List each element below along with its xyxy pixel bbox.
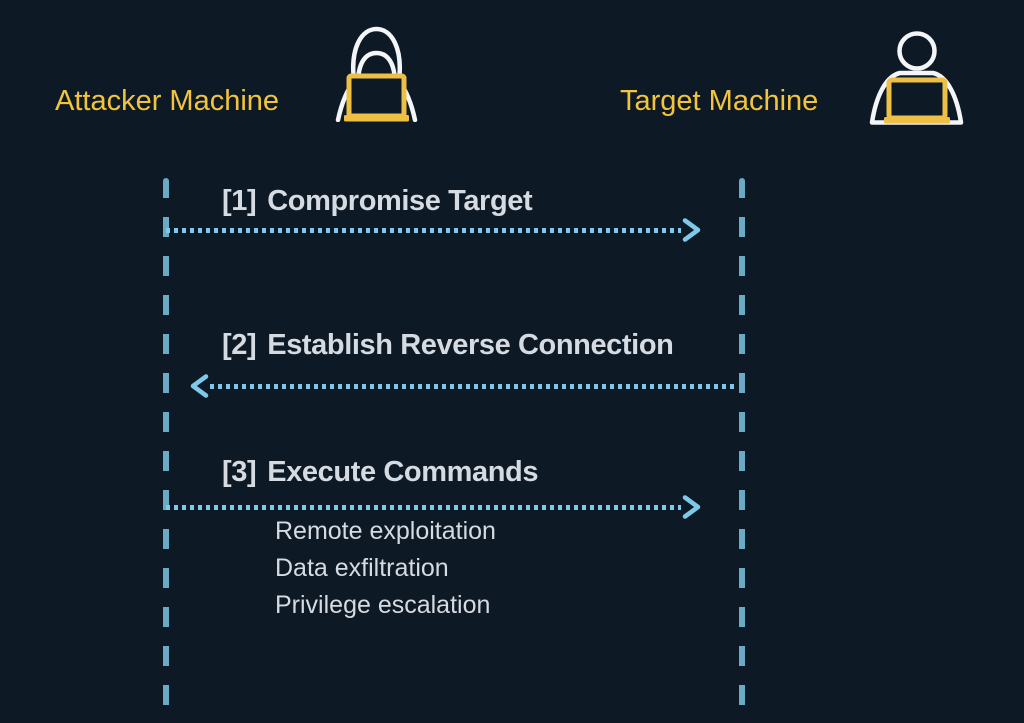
detail-item: Remote exploitation xyxy=(275,517,496,545)
arrowhead-right-icon xyxy=(682,495,701,519)
message-3-label: [3] Execute Commands xyxy=(222,455,538,489)
message-1-label: [1] Compromise Target xyxy=(222,184,533,218)
arrowhead-right-icon xyxy=(682,218,701,242)
hooded-hacker-laptop-icon xyxy=(328,22,425,127)
message-3-details: Remote exploitation Data exfiltration Pr… xyxy=(275,513,496,624)
user-laptop-icon xyxy=(868,30,965,130)
message-2-arrow-left xyxy=(188,373,737,399)
message-3-text: Execute Commands xyxy=(267,456,539,488)
dotted-line xyxy=(166,227,681,233)
message-1-text: Compromise Target xyxy=(267,185,533,217)
detail-item: Privilege escalation xyxy=(275,591,491,619)
message-1-step: [1] xyxy=(222,185,257,217)
message-1-arrow-right xyxy=(166,217,703,243)
dotted-line xyxy=(210,383,737,389)
message-3-step: [3] xyxy=(222,456,257,488)
detail-item: Data exfiltration xyxy=(275,554,449,582)
target-machine-label: Target Machine xyxy=(620,85,819,117)
dotted-line xyxy=(166,504,681,510)
message-2-text: Establish Reverse Connection xyxy=(267,329,674,361)
message-3-arrow-right xyxy=(166,494,703,520)
attacker-machine-label: Attacker Machine xyxy=(55,85,280,117)
message-2-step: [2] xyxy=(222,329,257,361)
attacker-lifeline xyxy=(163,178,169,723)
target-lifeline xyxy=(739,178,745,723)
arrowhead-left-icon xyxy=(190,374,209,398)
message-2-label: [2] Establish Reverse Connection xyxy=(222,328,674,362)
